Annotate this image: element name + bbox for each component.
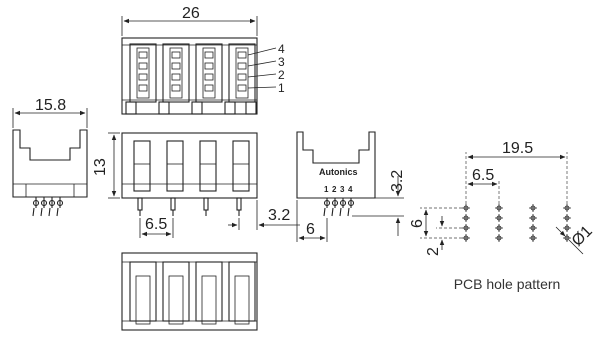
top-view-slots	[129, 43, 256, 103]
side-pin-1: 1	[324, 185, 329, 194]
dim-pitch-front: 6.5	[145, 216, 167, 233]
pin-label-2: 2	[278, 68, 285, 82]
bottom-view	[121, 252, 258, 331]
side-pin-4: 4	[348, 185, 353, 194]
dim-pcb-vertical: 6	[409, 219, 426, 228]
top-view-tabs	[125, 101, 257, 115]
pcb-caption: PCB hole pattern	[453, 276, 561, 292]
right-side-view: Autonics 1 2 3 4 3.2 6	[296, 131, 406, 242]
right-side-pins	[323, 198, 355, 217]
dim-pcb-small: 2	[425, 247, 442, 256]
dim-pcb-span: 19.5	[502, 140, 533, 157]
front-view-pins	[137, 197, 242, 216]
top-view-contacts	[138, 51, 247, 92]
dim-pcb-pitch: 6.5	[472, 167, 494, 184]
pcb-hole-grid	[462, 204, 571, 242]
dim-side-height: 3.2	[389, 170, 406, 192]
dim-height: 13	[92, 158, 109, 176]
brand-label: Autonics	[319, 167, 358, 177]
pcb-hole-pattern: 19.5 6.5 6 2 Ø1	[409, 140, 596, 256]
bottom-view-slots	[129, 261, 256, 325]
dim-hole-diameter: Ø1	[569, 223, 596, 250]
dim-side-offset: 6	[306, 221, 315, 238]
pin-label-4: 4	[278, 42, 285, 56]
dim-width-side: 15.8	[35, 97, 66, 114]
top-view: 4 3 2 1 26	[121, 5, 285, 115]
front-view-slots	[133, 140, 250, 192]
pin-label-1: 1	[278, 81, 285, 95]
front-view: 13 6.5 3.2	[92, 132, 300, 238]
side-pin-3: 3	[340, 185, 345, 194]
left-side-pins	[32, 197, 64, 217]
side-pin-2: 2	[332, 185, 337, 194]
pin-label-3: 3	[278, 55, 285, 69]
dim-offset-front: 3.2	[268, 207, 290, 224]
dim-width-top: 26	[182, 5, 200, 22]
left-side-view: 15.8	[12, 97, 88, 217]
